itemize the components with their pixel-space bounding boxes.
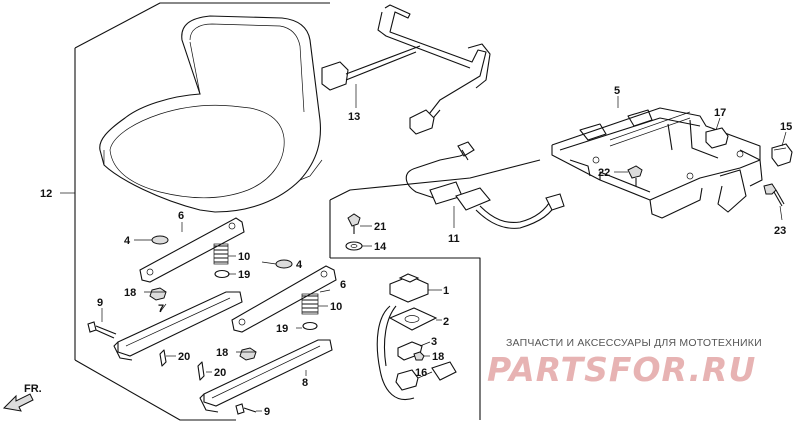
nut-18-switch: [413, 351, 425, 361]
callout-18-left: 18: [124, 287, 136, 299]
callout-8: 8: [302, 377, 308, 389]
callout-5: 5: [614, 85, 620, 97]
callouts: 1 2 3 4 4 5 6 6 7 8 9 9 10 10 11 12 13 1…: [40, 85, 792, 418]
slide-bracket-6-left: [139, 217, 245, 283]
nut-18-left: [149, 287, 167, 301]
nut-18-right: [239, 347, 257, 361]
connector-16: [395, 361, 457, 391]
callout-7: 7: [158, 303, 164, 315]
washer-4-right: [275, 259, 293, 269]
leader-lines: [101, 84, 787, 412]
seat-frame: [551, 107, 763, 219]
wire-harness: [405, 141, 565, 229]
callout-23: 23: [774, 225, 786, 237]
callout-15: 15: [780, 121, 792, 133]
group-frame: [60, 2, 541, 421]
callout-18-switch: 18: [432, 351, 444, 363]
collar-19-left: [214, 269, 230, 279]
watermark-logo: PARTSFOR.RU: [487, 350, 757, 389]
callout-13: 13: [348, 111, 360, 123]
callout-11: 11: [448, 233, 460, 245]
spring-10-right: [301, 293, 319, 315]
pin-20-left: [159, 349, 167, 367]
callout-18-right: 18: [216, 347, 228, 359]
callout-4-left: 4: [124, 235, 131, 247]
callout-19-left: 19: [238, 269, 250, 281]
callout-3: 3: [431, 336, 437, 348]
callout-21: 21: [374, 221, 386, 233]
callout-20-right: 20: [214, 367, 226, 379]
callout-2: 2: [443, 316, 449, 328]
callout-6-right: 6: [340, 279, 346, 291]
bolt-22: [627, 165, 643, 186]
front-label: FR.: [24, 383, 42, 395]
callout-10-left: 10: [238, 251, 250, 263]
slide-bracket-6-right: [231, 265, 337, 333]
watermark-tagline: ЗАПЧАСТИ И АКСЕССУАРЫ ДЛЯ МОТОТЕХНИКИ: [506, 337, 762, 349]
callout-17: 17: [714, 107, 726, 119]
spring-10-left: [213, 243, 229, 265]
plate-2: [388, 307, 438, 331]
bolt-21: [347, 213, 361, 234]
clip-17: [705, 127, 729, 149]
callout-20-left: 20: [178, 351, 190, 363]
washer-4-left: [151, 235, 169, 245]
slide-rail-8: [199, 339, 333, 413]
collar-19-right: [302, 321, 318, 331]
callout-9-right: 9: [264, 406, 270, 418]
front-arrow-icon: [2, 393, 34, 412]
front-direction-indicator: FR.: [2, 383, 42, 412]
callout-6-left: 6: [178, 210, 184, 222]
callout-12: 12: [40, 188, 52, 200]
pin-20-right: [197, 361, 205, 381]
callout-14: 14: [374, 241, 387, 253]
bolt-23: [763, 183, 785, 207]
callout-22: 22: [598, 167, 610, 179]
slide-rail-7: [113, 291, 243, 361]
callout-19-right: 19: [276, 323, 288, 335]
callout-10-right: 10: [330, 301, 342, 313]
bolt-9-right: [235, 403, 257, 415]
callout-9-left: 9: [97, 297, 103, 309]
bolt-9-left: [87, 321, 117, 339]
seat-switch-1: [389, 273, 429, 303]
callout-16: 16: [415, 367, 427, 379]
callout-4-right: 4: [296, 259, 303, 271]
clamp-15: [771, 143, 793, 167]
washer-14: [345, 241, 363, 251]
seat-cushion: [99, 15, 323, 213]
cable-switch: [376, 305, 415, 400]
seat-switch-bracket: [321, 4, 491, 135]
callout-1: 1: [443, 285, 449, 297]
